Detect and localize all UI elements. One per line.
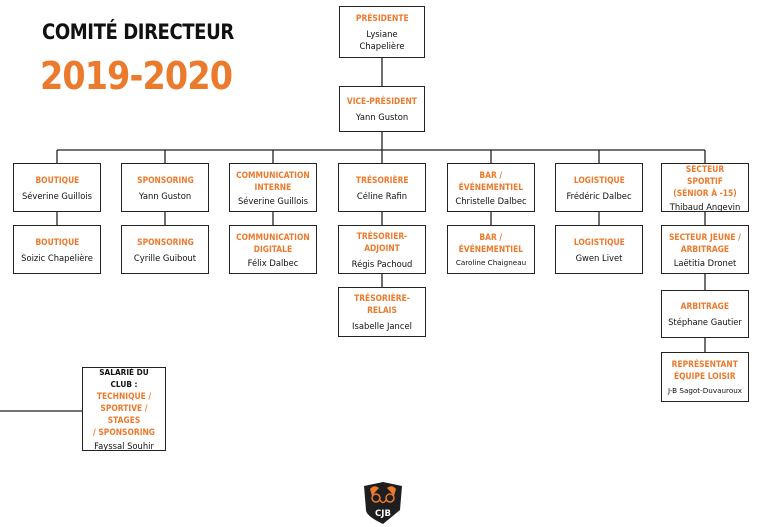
person-name: Cyrille Guibout: [133, 252, 197, 263]
role-label: REPRÉSENTANT ÉQUIPE LOISIR: [671, 358, 739, 381]
role-label: LOGISTIQUE: [573, 174, 625, 185]
person-name: Christelle Dalbec: [455, 195, 527, 206]
page-title: COMITÉ DIRECTEUR: [42, 20, 234, 44]
box-secteur-sportif: SECTEUR SPORTIF (SÉNIOR À -15) Thibaud A…: [661, 163, 749, 212]
box-communication-interne: COMMUNICATION INTERNE Séverine Guillois: [229, 163, 317, 212]
role-label: COMMUNICATION DIGITALE: [236, 231, 310, 254]
box-communication-digitale: COMMUNICATION DIGITALE Félix Dalbec: [229, 225, 317, 274]
club-crest-icon: CJB: [364, 482, 402, 524]
role-label: LOGISTIQUE: [573, 236, 625, 247]
person-name: Laëtitia Dronet: [673, 257, 737, 268]
box-logistique-1: LOGISTIQUE Frédéric Dalbec: [555, 163, 643, 212]
box-bar-evenementiel-1: BAR / ÉVÉNEMENTIEL Christelle Dalbec: [447, 163, 535, 212]
person-name: Régis Pachoud: [351, 258, 413, 269]
box-tresoriere-relais: TRÉSORIÈRE-RELAIS Isabelle Jancel: [338, 287, 426, 337]
person-name: Stéphane Gautier: [668, 317, 742, 327]
season-label: 2019-2020: [40, 54, 233, 98]
box-sponsoring-1: SPONSORING Yann Guston: [121, 163, 209, 212]
box-vice-president: VICE-PRÉSIDENT Yann Guston: [339, 86, 425, 132]
box-presidente: PRÉSIDENTE Lysiane Chapelière: [339, 6, 425, 58]
person-name: Frédéric Dalbec: [566, 190, 632, 201]
role-label: BAR / ÉVÉNEMENTIEL: [458, 231, 524, 254]
box-tresorier-adjoint: TRÉSORIER-ADJOINT Régis Pachoud: [338, 225, 426, 274]
person-name: Gwen Livet: [575, 252, 623, 263]
person-name: Caroline Chaigneau: [455, 257, 527, 267]
role-label: SECTEUR SPORTIF (SÉNIOR À -15): [673, 163, 737, 198]
person-name: Isabelle Jancel: [352, 321, 412, 331]
role-label: PRÉSIDENTE: [355, 13, 409, 23]
role-label: SECTEUR JEUNE / ARBITRAGE: [669, 231, 741, 254]
role-label: VICE-PRÉSIDENT: [346, 96, 418, 106]
role-label: TRÉSORIÈRE: [355, 174, 409, 185]
role-label: BAR / ÉVÉNEMENTIEL: [458, 169, 524, 192]
role-label: TRÉSORIÈRE-RELAIS: [354, 293, 410, 315]
person-name: Yann Guston: [355, 112, 409, 122]
role-label: COMMUNICATION INTERNE: [236, 169, 310, 192]
box-sponsoring-2: SPONSORING Cyrille Guibout: [121, 225, 209, 274]
box-salarie-du-club: SALARIÉ DU CLUB : TECHNIQUE / SPORTIVE /…: [82, 367, 166, 451]
role-label: BOUTIQUE: [35, 236, 79, 247]
box-boutique-1: BOUTIQUE Séverine Guillois: [13, 163, 101, 212]
role-label: TECHNIQUE / SPORTIVE / STAGES / SPONSORI…: [93, 391, 155, 437]
person-name: Céline Rafin: [356, 190, 408, 201]
person-name: Félix Dalbec: [247, 257, 299, 268]
person-name: Séverine Guillois: [237, 195, 309, 206]
role-label: TRÉSORIER-ADJOINT: [356, 230, 408, 253]
person-name: J-B Sagot-Duvauroux: [667, 385, 743, 395]
person-name: Yann Guston: [138, 190, 192, 201]
box-secteur-jeune-arbitrage: SECTEUR JEUNE / ARBITRAGE Laëtitia Drone…: [661, 225, 749, 274]
role-label: SPONSORING: [136, 236, 194, 247]
role-label: SPONSORING: [136, 174, 194, 185]
box-arbitrage: ARBITRAGE Stéphane Gautier: [661, 290, 749, 338]
box-bar-evenementiel-2: BAR / ÉVÉNEMENTIEL Caroline Chaigneau: [447, 225, 535, 274]
box-boutique-2: BOUTIQUE Soizic Chapelière: [13, 225, 101, 274]
box-representant-equipe-loisir: REPRÉSENTANT ÉQUIPE LOISIR J-B Sagot-Duv…: [661, 352, 749, 402]
person-name: Séverine Guillois: [21, 190, 93, 201]
salarie-heading: SALARIÉ DU CLUB :: [99, 367, 149, 389]
person-name: Thibaud Angevin: [669, 201, 741, 212]
logo-text: CJB: [375, 509, 391, 519]
box-tresoriere: TRÉSORIÈRE Céline Rafin: [338, 163, 426, 212]
box-logistique-2: LOGISTIQUE Gwen Livet: [555, 225, 643, 274]
role-label: BOUTIQUE: [35, 174, 79, 185]
person-name: Soizic Chapelière: [21, 252, 93, 263]
role-label: ARBITRAGE: [680, 301, 730, 311]
person-name: Lysiane Chapelière: [359, 29, 405, 51]
person-name: Fayssal Souhir: [94, 441, 154, 451]
